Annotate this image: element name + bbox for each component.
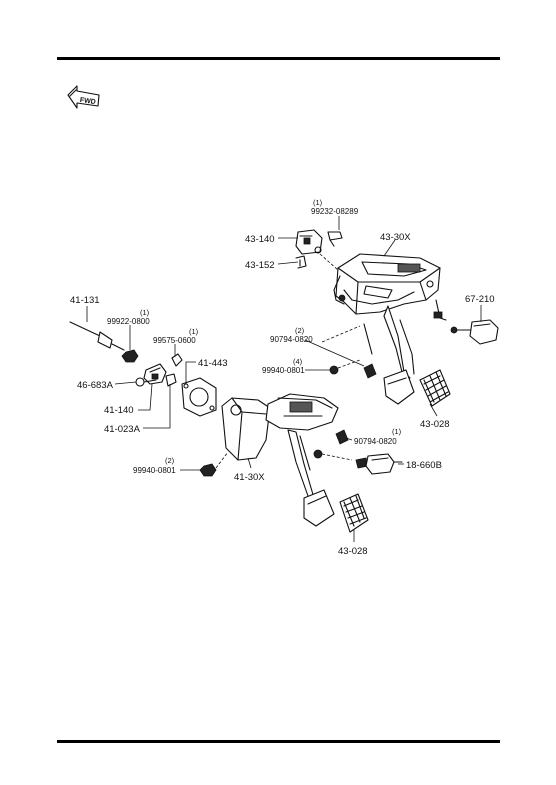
fwd-arrow-icon: FWD [67, 85, 100, 109]
top-rule [57, 57, 500, 60]
fwd-label: FWD [79, 97, 96, 106]
label-41-30X: 41-30X [234, 472, 265, 483]
label-41-023A: 41-023A [104, 424, 141, 435]
label-99940-0801-bottom: 99940-0801 [133, 466, 176, 475]
label-99922-qty: (1) [140, 308, 150, 317]
label-90794-0820-top: 90794-0820 [270, 335, 313, 344]
pedal-pad-rubber-bottom [339, 493, 369, 533]
switch-18-660B [355, 453, 403, 475]
label-67-210: 67-210 [465, 294, 495, 305]
label-43-152: 43-152 [245, 260, 275, 271]
label-99940-top-qty: (4) [293, 357, 303, 366]
label-41-140: 41-140 [104, 405, 134, 416]
label-90794-bottom-qty: (1) [392, 427, 402, 436]
label-46-683A: 46-683A [77, 380, 114, 391]
label-99940-bottom-qty: (2) [165, 456, 175, 465]
label-43-30X-top: 43-30X [380, 232, 411, 243]
switch-67-210 [450, 319, 499, 345]
switch-43-140 [295, 229, 343, 255]
clip-43-152 [295, 255, 307, 269]
label-43-028-bottom: 43-028 [338, 546, 368, 557]
label-90794-top-qty: (2) [295, 326, 305, 335]
bolt-90794-top [363, 363, 377, 379]
pedal-pad-rubber-top [419, 369, 451, 407]
label-99575-0600: 99575-0600 [153, 336, 196, 345]
bushing-41-023A [165, 373, 177, 387]
label-99575-qty: (1) [189, 327, 199, 336]
label-43-140: 43-140 [245, 234, 275, 245]
gasket-41-443 [181, 377, 217, 417]
clevis-41-140 [143, 363, 167, 385]
push-rod-41-131 [69, 321, 125, 351]
nut-99940-bottom [199, 463, 217, 477]
nut-99922 [121, 349, 139, 363]
brake-pedal-bracket [333, 253, 447, 405]
label-99940-0801-top: 99940-0801 [262, 366, 305, 375]
label-18-660B: 18-660B [406, 460, 442, 471]
bolt-90794-bottom [335, 429, 349, 445]
clip-99575 [171, 353, 183, 367]
label-99232-08289: 99232-08289 [311, 207, 359, 216]
clutch-pedal-bracket [221, 393, 339, 527]
label-99232-qty: (1) [313, 198, 323, 207]
nut-99940-top [329, 365, 339, 375]
bottom-rule [57, 740, 500, 743]
label-43-028-top: 43-028 [420, 419, 450, 430]
label-90794-0820-bottom: 90794-0820 [354, 437, 397, 446]
label-41-443: 41-443 [198, 358, 228, 369]
label-99922-0800: 99922-0800 [107, 317, 150, 326]
leader-lines [86, 216, 482, 542]
label-41-131: 41-131 [70, 295, 100, 306]
